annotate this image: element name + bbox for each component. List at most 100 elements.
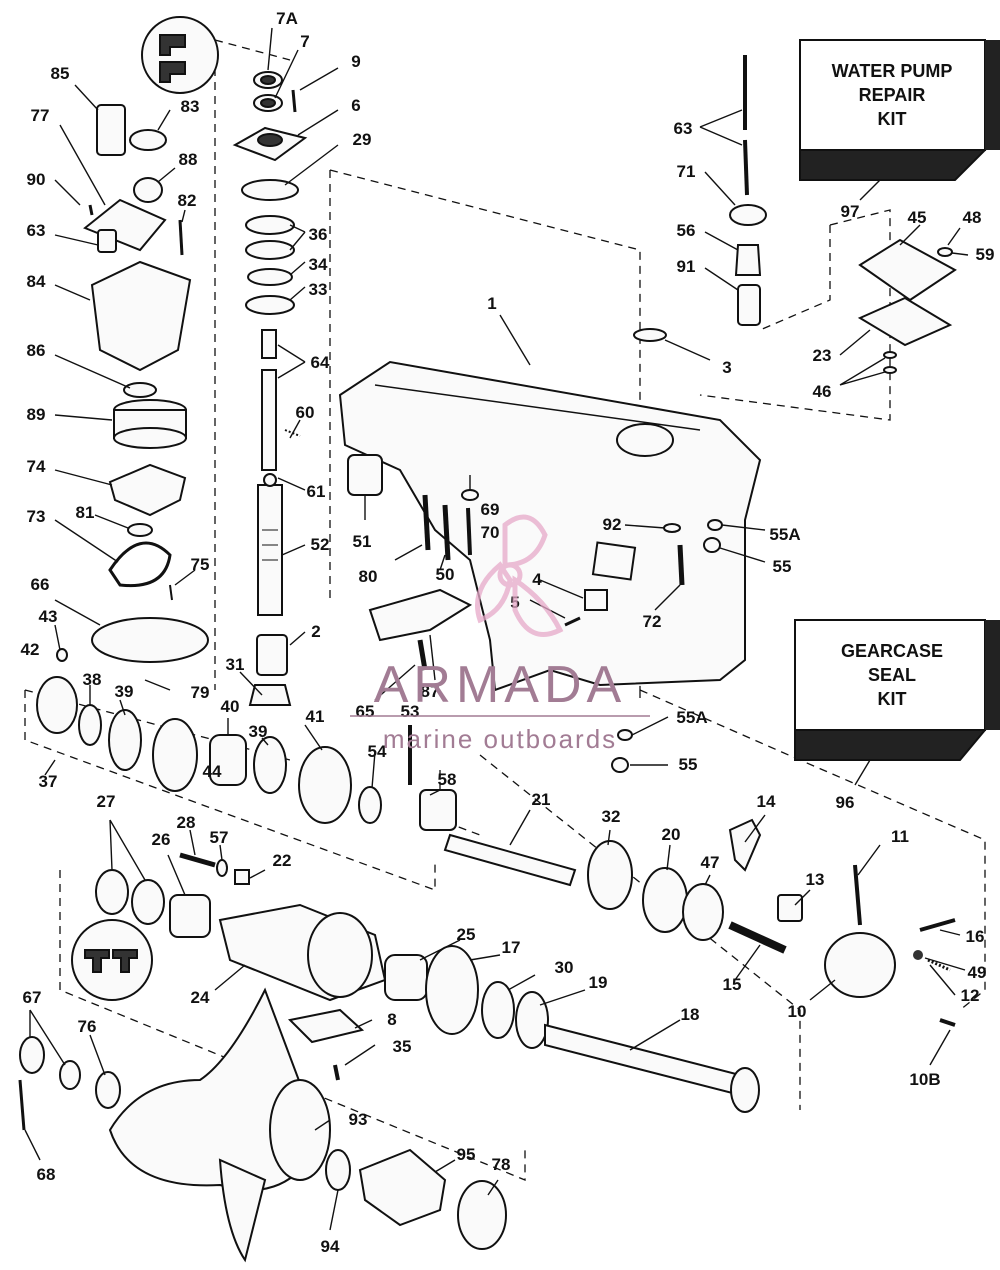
label-36: 36 bbox=[309, 225, 328, 244]
label-50: 50 bbox=[436, 565, 455, 584]
water-pump-kit-box: WATER PUMP REPAIR KIT 97 bbox=[799, 39, 1000, 221]
label-14: 14 bbox=[757, 792, 776, 811]
label-65: 65 bbox=[356, 702, 375, 721]
label-6: 6 bbox=[351, 96, 360, 115]
label-85: 85 bbox=[51, 64, 70, 83]
water-pump-kit-number: 97 bbox=[841, 202, 860, 221]
label-77: 77 bbox=[31, 106, 50, 125]
label-69: 69 bbox=[481, 500, 500, 519]
label-74: 74 bbox=[27, 457, 46, 476]
label-28: 28 bbox=[177, 813, 196, 832]
label-20: 20 bbox=[662, 825, 681, 844]
label-19: 19 bbox=[589, 973, 608, 992]
label-91: 91 bbox=[677, 257, 696, 276]
label-30: 30 bbox=[555, 958, 574, 977]
watermark: ARMADA marine outboards bbox=[350, 514, 650, 754]
watermark-brand: ARMADA bbox=[374, 656, 626, 714]
label-94: 94 bbox=[321, 1237, 340, 1256]
label-90: 90 bbox=[27, 170, 46, 189]
label-89: 89 bbox=[27, 405, 46, 424]
label-25: 25 bbox=[457, 925, 476, 944]
label-23: 23 bbox=[813, 346, 832, 365]
label-70: 70 bbox=[481, 523, 500, 542]
label-34: 34 bbox=[309, 255, 328, 274]
label-42: 42 bbox=[21, 640, 40, 659]
gearcase-seal-kit-line-3: KIT bbox=[878, 689, 907, 709]
label-86: 86 bbox=[27, 341, 46, 360]
label-58: 58 bbox=[438, 770, 457, 789]
gearcase-seal-kit-line-2: SEAL bbox=[868, 665, 916, 685]
label-55a-lower: 55A bbox=[676, 708, 707, 727]
label-8: 8 bbox=[387, 1010, 396, 1029]
label-12: 12 bbox=[961, 986, 980, 1005]
label-1: 1 bbox=[487, 294, 496, 313]
label-10: 10 bbox=[788, 1002, 807, 1021]
label-55: 55 bbox=[773, 557, 792, 576]
gearcase-seal-kit-number: 96 bbox=[836, 793, 855, 812]
label-10b: 10B bbox=[909, 1070, 940, 1089]
label-11: 11 bbox=[891, 827, 909, 846]
label-13: 13 bbox=[806, 870, 825, 889]
label-95: 95 bbox=[457, 1145, 476, 1164]
label-80: 80 bbox=[359, 567, 378, 586]
label-64: 64 bbox=[311, 353, 330, 372]
label-7a: 7A bbox=[276, 9, 298, 28]
leader-lines bbox=[24, 27, 969, 1231]
label-73: 73 bbox=[27, 507, 46, 526]
label-55a: 55A bbox=[769, 525, 800, 544]
gearcase-seal-kit-box: GEARCASE SEAL KIT 96 bbox=[794, 619, 1000, 812]
label-68: 68 bbox=[37, 1165, 56, 1184]
label-56: 56 bbox=[677, 221, 696, 240]
label-37: 37 bbox=[39, 772, 58, 791]
label-39: 39 bbox=[115, 682, 134, 701]
label-17: 17 bbox=[502, 938, 521, 957]
label-72: 72 bbox=[643, 612, 662, 631]
armada-propeller-logo bbox=[475, 514, 564, 637]
parts bbox=[18, 16, 957, 1263]
label-51: 51 bbox=[353, 532, 372, 551]
label-35: 35 bbox=[393, 1037, 412, 1056]
label-78: 78 bbox=[492, 1155, 511, 1174]
label-2: 2 bbox=[311, 622, 320, 641]
label-41: 41 bbox=[306, 707, 325, 726]
label-21: 21 bbox=[532, 790, 551, 809]
label-63-pump: 63 bbox=[27, 221, 46, 240]
label-82: 82 bbox=[178, 191, 197, 210]
label-59: 59 bbox=[976, 245, 995, 264]
label-63-tube: 63 bbox=[674, 119, 693, 138]
label-79: 79 bbox=[191, 683, 210, 702]
label-15: 15 bbox=[723, 975, 742, 994]
label-67: 67 bbox=[23, 988, 42, 1007]
label-33: 33 bbox=[309, 280, 328, 299]
label-54: 54 bbox=[368, 742, 387, 761]
label-57: 57 bbox=[210, 828, 229, 847]
label-7: 7 bbox=[300, 32, 309, 51]
label-39b: 39 bbox=[249, 722, 268, 741]
label-66: 66 bbox=[31, 575, 50, 594]
label-45: 45 bbox=[908, 208, 927, 227]
label-71: 71 bbox=[677, 162, 696, 181]
water-pump-kit-line-2: REPAIR bbox=[859, 85, 926, 105]
label-87: 87 bbox=[421, 682, 440, 701]
gearcase-seal-kit-line-1: GEARCASE bbox=[841, 641, 943, 661]
label-92: 92 bbox=[603, 515, 622, 534]
label-24: 24 bbox=[191, 988, 210, 1007]
water-pump-kit-line-1: WATER PUMP bbox=[832, 61, 953, 81]
water-pump-kit-line-3: KIT bbox=[878, 109, 907, 129]
label-9: 9 bbox=[351, 52, 360, 71]
label-32: 32 bbox=[602, 807, 621, 826]
label-49: 49 bbox=[968, 963, 987, 982]
label-3: 3 bbox=[722, 358, 731, 377]
label-26: 26 bbox=[152, 830, 171, 849]
watermark-tagline: marine outboards bbox=[383, 724, 617, 754]
label-61: 61 bbox=[307, 482, 326, 501]
label-18: 18 bbox=[681, 1005, 700, 1024]
label-52: 52 bbox=[311, 535, 330, 554]
label-27: 27 bbox=[97, 792, 116, 811]
label-29: 29 bbox=[353, 130, 372, 149]
label-47: 47 bbox=[701, 853, 720, 872]
label-16: 16 bbox=[966, 927, 985, 946]
label-40: 40 bbox=[221, 697, 240, 716]
label-81: 81 bbox=[76, 503, 95, 522]
